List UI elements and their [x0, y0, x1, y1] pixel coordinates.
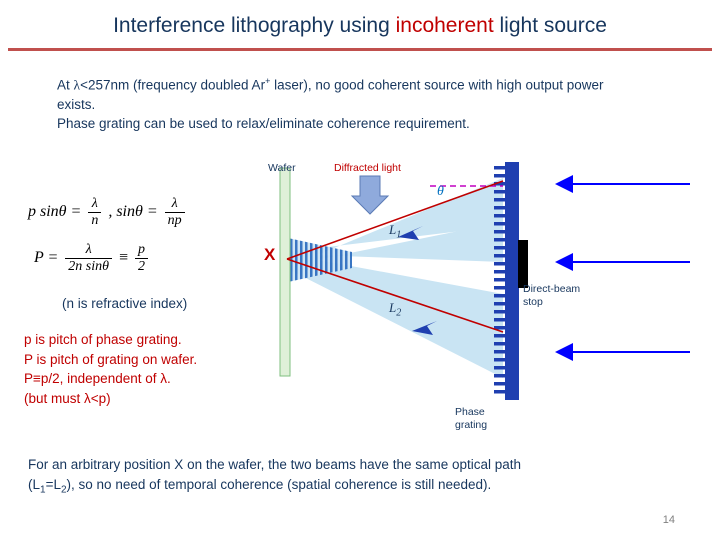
equation-2-frac2-denominator: 2	[135, 258, 149, 275]
equation-1-frac1-denominator: n	[88, 212, 102, 229]
equation-2-frac2-numerator: p	[138, 242, 146, 257]
equation-1-lhs: p sinθ =	[28, 203, 82, 221]
pitch-note-1: P is pitch of grating on wafer.	[24, 351, 198, 367]
intro-line-2: Phase grating can be used to relax/elimi…	[57, 115, 470, 131]
page-number: 14	[662, 514, 675, 526]
title-text-accent: incoherent	[395, 14, 494, 37]
direct-beam-stop-label-line1: Direct-beam	[523, 283, 581, 295]
title-text-before: Interference lithography using	[113, 14, 396, 37]
direct-beam-stop-label-line2: stop	[523, 296, 543, 308]
direct-beam-stop-label: Direct-beam stop	[523, 283, 580, 309]
phase-grating-label: Phase grating	[455, 406, 487, 432]
pitch-note-0: p is pitch of phase grating.	[24, 332, 182, 347]
phase-grating-label-line1: Phase	[455, 406, 485, 418]
equation-1: p sinθ = λ n , sinθ = λ np	[28, 196, 188, 229]
equation-1-fraction-2: λ np	[164, 196, 185, 229]
wafer-label: Wafer	[268, 162, 296, 174]
equation-2-frac1-numerator: λ	[85, 242, 92, 257]
equation-1-frac2-denominator: np	[164, 212, 185, 229]
equation-1-frac1-numerator: λ	[91, 196, 98, 211]
intro-line-1: At λ<257nm (frequency doubled Ar+ laser)…	[57, 76, 604, 112]
page-title: Interference lithography using incoheren…	[0, 14, 720, 38]
l2-label: L2	[389, 300, 402, 319]
l1-label: L1	[389, 222, 402, 241]
equation-1-mid: , sinθ =	[108, 203, 158, 221]
footnote-line-1: For an arbitrary position X on the wafer…	[28, 457, 522, 472]
equation-2-fraction-1: λ 2n sinθ	[65, 242, 112, 275]
refractive-index-note: (n is refractive index)	[62, 296, 188, 311]
equation-2-fraction-2: p 2	[135, 242, 149, 275]
equation-2-frac1-denominator: 2n sinθ	[65, 258, 112, 275]
equation-2: P = λ 2n sinθ ≡ p 2	[34, 242, 151, 275]
intro-paragraph: At λ<257nm (frequency doubled Ar+ laser)…	[57, 72, 617, 133]
theta-label: θ	[437, 184, 444, 199]
title-text-after: light source	[493, 14, 607, 37]
pitch-note-2: P≡p/2, independent of λ.	[24, 371, 171, 386]
title-divider	[8, 48, 712, 51]
diffracted-light-arrow	[350, 175, 390, 215]
point-x-label: X	[264, 245, 276, 264]
equation-2-lhs: P =	[34, 249, 59, 267]
footnote: For an arbitrary position X on the wafer…	[28, 455, 688, 501]
equation-1-frac2-numerator: λ	[171, 196, 178, 211]
pitch-notes: p is pitch of phase grating. P is pitch …	[24, 330, 197, 408]
footnote-line-2: (L1=L2), so no need of temporal coherenc…	[28, 477, 492, 496]
equation-1-fraction-1: λ n	[88, 196, 102, 229]
diffracted-light-label: Diffracted light	[334, 162, 401, 174]
equation-2-equiv: ≡	[119, 249, 129, 267]
phase-grating-label-line2: grating	[455, 419, 488, 431]
pitch-note-3: (but must λ<p)	[24, 390, 111, 406]
